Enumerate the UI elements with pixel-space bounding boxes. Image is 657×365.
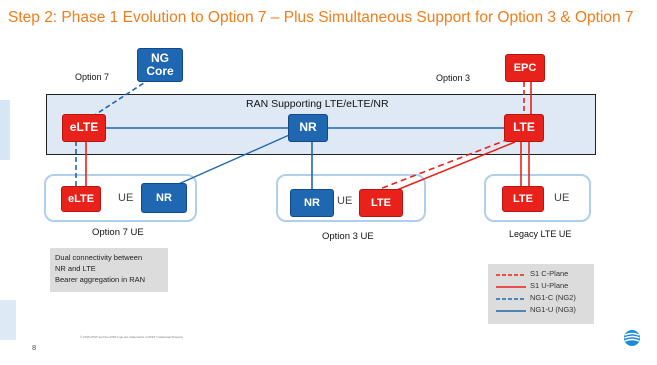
link-ngcore-elte	[86, 78, 151, 121]
legend-item: S1 U-Plane	[496, 281, 596, 291]
legend-label: NG1-C (NG2)	[530, 293, 576, 302]
legend-label: S1 U-Plane	[530, 281, 569, 290]
ue7-elte-node: eLTE	[61, 186, 101, 212]
ue3-tag: UE	[337, 195, 353, 207]
option7-ue-label: Option 7 UE	[92, 227, 144, 238]
ng-core-label-2: Core	[146, 64, 174, 78]
ran-lte-node: LTE	[504, 114, 544, 142]
legacy-ue-label: Legacy LTE UE	[509, 229, 572, 239]
ran-label: RAN Supporting LTE/eLTE/NR	[246, 98, 389, 110]
legacy-ue-tag: UE	[554, 192, 570, 204]
ue3-lte-node: LTE	[359, 189, 403, 217]
ng-core-node: NG Core	[137, 48, 183, 82]
option7-label: Option 7	[75, 72, 110, 82]
legend-label: NG1-U (NG3)	[530, 305, 576, 314]
note-line-3: Bearer aggregation in RAN	[55, 275, 146, 284]
legend: S1 C-Plane S1 U-Plane NG1-C (NG2) NG1-U …	[488, 264, 594, 324]
decorative-band	[0, 300, 16, 340]
copyright-text: © 2016 AT&T and the AT&T logo are tradem…	[80, 335, 184, 339]
legend-label: S1 C-Plane	[530, 269, 569, 278]
ran-nr-node: NR	[288, 114, 328, 142]
ue7-tag: UE	[118, 192, 134, 204]
option3-ue-label: Option 3 UE	[322, 231, 374, 242]
legend-item: NG1-U (NG3)	[496, 305, 596, 315]
note-line-2: NR and LTE	[55, 264, 96, 273]
legend-item: NG1-C (NG2)	[496, 293, 596, 303]
note-box: Dual connectivity between NR and LTE Bea…	[50, 248, 168, 292]
att-globe-icon	[624, 330, 640, 346]
ng-core-label-1: NG	[151, 50, 169, 65]
link-lte-ue3-c	[371, 138, 510, 193]
decorative-band	[0, 100, 10, 160]
ue7-nr-node: NR	[141, 183, 187, 213]
link-ran-nr-ue7	[164, 127, 306, 191]
legend-item: S1 C-Plane	[496, 269, 596, 279]
page-number: 8	[32, 343, 37, 352]
epc-node: EPC	[505, 54, 545, 82]
ran-elte-node: eLTE	[62, 114, 106, 142]
option3-label: Option 3	[436, 73, 471, 83]
note-line-1: Dual connectivity between	[55, 253, 143, 262]
slide-title: Step 2: Phase 1 Evolution to Option 7 – …	[8, 9, 634, 26]
ue3-nr-node: NR	[290, 189, 334, 217]
link-lte-ue3-u	[381, 141, 516, 197]
legacy-lte-node: LTE	[502, 186, 544, 212]
